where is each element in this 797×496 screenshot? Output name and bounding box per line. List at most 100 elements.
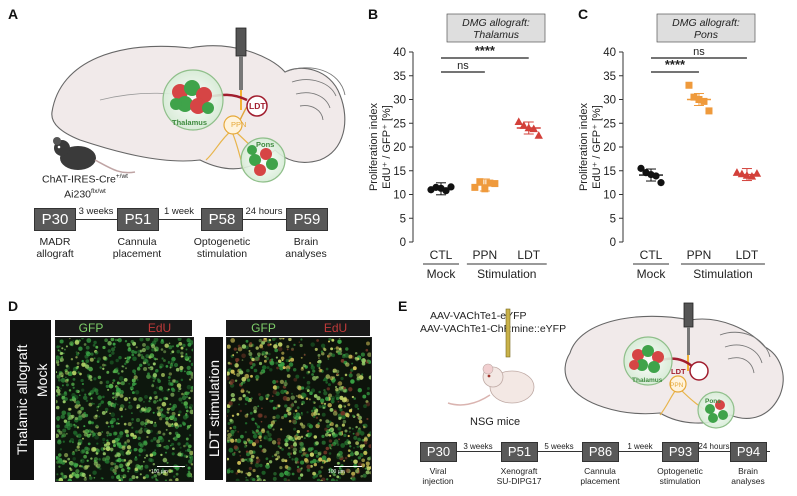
cell-speck bbox=[56, 473, 59, 476]
micro-left-gfp-label: GFP bbox=[55, 320, 127, 336]
cell-speck bbox=[153, 400, 157, 404]
cell-speck bbox=[161, 401, 167, 407]
chart-c-ytick-label-25: 25 bbox=[603, 118, 616, 130]
cell-speck bbox=[185, 449, 187, 452]
cell-speck bbox=[160, 412, 164, 416]
cell-speck bbox=[71, 393, 76, 398]
cell-speck bbox=[162, 457, 168, 463]
cell-speck bbox=[277, 342, 283, 347]
cell-speck bbox=[368, 444, 371, 448]
cell-speck bbox=[191, 348, 193, 352]
cell-speck bbox=[252, 434, 258, 439]
cell-speck bbox=[71, 414, 75, 419]
cell-speck bbox=[73, 431, 79, 437]
cell-speck bbox=[365, 400, 369, 404]
cell-speck bbox=[109, 447, 114, 452]
micro-right-gfp-label: GFP bbox=[226, 320, 301, 336]
cell-speck bbox=[124, 367, 128, 370]
pons-tumor-cells-icon bbox=[247, 145, 278, 176]
cell-speck bbox=[93, 415, 98, 420]
cell-speck bbox=[131, 475, 136, 480]
cell-speck bbox=[349, 371, 352, 374]
cell-speck bbox=[274, 348, 279, 353]
cell-speck bbox=[168, 372, 172, 376]
cell-speck bbox=[367, 433, 371, 437]
cell-speck bbox=[288, 446, 291, 450]
cell-speck bbox=[352, 366, 357, 371]
cell-speck bbox=[59, 357, 64, 362]
cell-speck bbox=[93, 461, 98, 466]
cell-speck bbox=[282, 395, 288, 401]
cell-speck bbox=[338, 450, 343, 456]
cell-speck bbox=[356, 377, 361, 382]
cell-speck bbox=[250, 374, 253, 378]
cell-speck bbox=[338, 404, 343, 409]
cell-speck bbox=[61, 384, 64, 387]
panel-e-letter: E bbox=[398, 298, 408, 314]
cell-speck bbox=[348, 426, 352, 430]
thalamus-tumor-cells-e-icon bbox=[629, 345, 664, 373]
cell-speck bbox=[157, 430, 162, 435]
virus-list: AAV-VAChTe1-eYFP AAV-VAChTe1-ChRmine::eY… bbox=[420, 310, 566, 336]
cell-speck bbox=[337, 426, 342, 431]
cell-speck bbox=[135, 464, 140, 469]
cell-speck bbox=[152, 436, 157, 441]
cell-speck bbox=[251, 357, 255, 362]
cell-speck bbox=[131, 353, 135, 357]
chart-b-point-ldt-3 bbox=[529, 124, 538, 133]
cell-speck bbox=[239, 454, 242, 457]
cell-speck bbox=[338, 471, 342, 475]
cell-speck bbox=[363, 425, 366, 429]
thalamic-allograft-tag: Thalamic allograft bbox=[10, 320, 34, 480]
cell-speck bbox=[338, 338, 341, 339]
chart-c-xlabel-ppn: PPN bbox=[687, 248, 712, 262]
cell-speck bbox=[281, 458, 285, 463]
cell-speck bbox=[160, 408, 164, 412]
cell-speck bbox=[144, 456, 146, 459]
cell-speck bbox=[167, 439, 171, 443]
scale-bar-left bbox=[157, 466, 185, 467]
cell-speck bbox=[357, 388, 362, 393]
cell-speck bbox=[180, 355, 183, 358]
cell-speck bbox=[107, 388, 110, 391]
cell-speck bbox=[276, 437, 282, 442]
cell-speck bbox=[65, 432, 68, 435]
ldt-stimulation-tag: LDT stimulation bbox=[205, 337, 223, 480]
cell-speck bbox=[83, 432, 88, 437]
cell-speck bbox=[72, 386, 75, 389]
cell-speck bbox=[179, 369, 183, 373]
cell-speck bbox=[59, 350, 62, 353]
cell-speck bbox=[56, 394, 59, 397]
cell-speck bbox=[140, 464, 144, 468]
cell-speck bbox=[186, 448, 191, 453]
cell-speck bbox=[61, 375, 64, 378]
cell-speck bbox=[325, 446, 329, 451]
cell-speck bbox=[336, 373, 339, 376]
cell-speck bbox=[265, 394, 270, 399]
cell-speck bbox=[144, 394, 148, 399]
timeline-e-point-1: P30 bbox=[420, 442, 457, 462]
cell-speck bbox=[343, 386, 346, 390]
cell-speck bbox=[250, 397, 253, 400]
cell-speck bbox=[292, 439, 295, 442]
cell-speck bbox=[364, 436, 368, 440]
cell-speck bbox=[246, 413, 249, 416]
cell-speck bbox=[182, 343, 186, 348]
cell-speck bbox=[77, 438, 83, 444]
cell-speck bbox=[102, 395, 105, 399]
cell-speck bbox=[276, 366, 279, 370]
cell-speck bbox=[301, 403, 304, 406]
cell-speck bbox=[265, 464, 270, 469]
cell-speck bbox=[150, 458, 154, 463]
mouse-genotype: ChAT-IRES-Cre+/wt Ai230flx/wt bbox=[35, 171, 135, 200]
cell-speck bbox=[336, 443, 340, 446]
cell-speck bbox=[234, 358, 239, 362]
cell-speck bbox=[285, 471, 291, 477]
chart-c-ytick-label-0: 0 bbox=[610, 237, 616, 249]
genotype-line-2-superscript: flx/wt bbox=[91, 187, 106, 195]
cell-speck bbox=[74, 448, 78, 452]
cell-speck bbox=[56, 424, 60, 429]
cell-speck bbox=[157, 471, 161, 476]
cell-speck bbox=[158, 398, 162, 402]
